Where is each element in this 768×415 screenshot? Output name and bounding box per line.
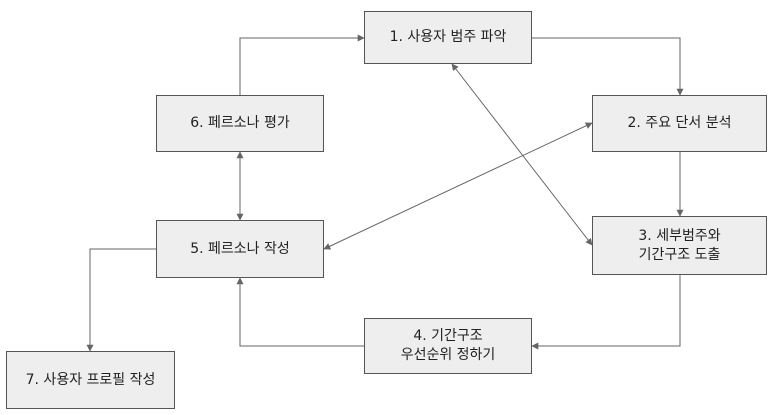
step-6-persona-evaluation: 6. 페르소나 평가 [156,95,324,152]
edge-n3-n4 [531,275,681,350]
edge-n1-n3 [451,63,593,246]
step-4-structure-priority: 4. 기간구조 우선순위 정하기 [364,318,532,374]
edge-n6-n1 [239,34,365,95]
edge-n2-n5 [323,122,593,250]
edge-n1-n2 [532,37,684,96]
step-3-subcategory-structure: 3. 세부범주와 기간구조 도출 [592,216,767,275]
edge-n4-n5 [236,277,364,347]
edge-n5-n7 [86,248,156,352]
step-1-user-category: 1. 사용자 범주 파악 [364,11,532,64]
step-5-persona-writing: 5. 페르소나 작성 [156,220,324,278]
step-7-user-profile: 7. 사용자 프로필 작성 [6,351,175,409]
step-2-clue-analysis: 2. 주요 단서 분석 [592,95,767,152]
